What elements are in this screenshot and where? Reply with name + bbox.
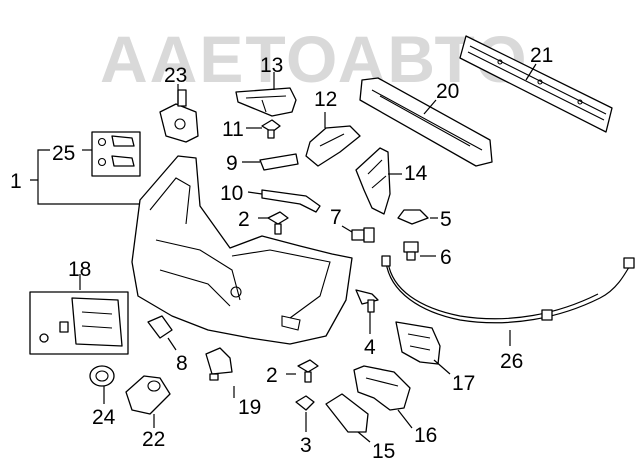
- callout-26: 26: [500, 350, 523, 373]
- part-22-sensor: [125, 375, 171, 415]
- callout-16: 16: [414, 424, 437, 447]
- part-13-bracket: [235, 87, 297, 117]
- part-8-cap: [147, 315, 173, 339]
- part-19-socket: [205, 347, 233, 381]
- callout-12: 12: [314, 88, 337, 111]
- callout-2-upper: 2: [238, 208, 250, 231]
- part-23-bracket: [159, 89, 199, 143]
- part-1-bumper-cover: [131, 155, 353, 345]
- part-21-reinforcement: [459, 35, 613, 133]
- part-7-bolt: [351, 227, 375, 243]
- callout-21: 21: [530, 44, 553, 67]
- callout-24: 24: [92, 406, 116, 429]
- part-5-retainer: [397, 209, 429, 225]
- watermark: ААЕТОАВТО: [100, 22, 529, 96]
- callout-17: 17: [452, 372, 475, 395]
- callout-10: 10: [220, 182, 243, 205]
- part-17-bracket: [395, 321, 441, 365]
- callout-6: 6: [440, 246, 452, 269]
- callout-4: 4: [364, 336, 376, 359]
- callout-7: 7: [330, 206, 342, 229]
- part-9-bracket: [259, 153, 299, 171]
- part-6-nut: [403, 241, 419, 261]
- part-10-bracket: [261, 189, 321, 213]
- leader-lines: [30, 63, 537, 443]
- part-16-bracket: [353, 365, 411, 411]
- callout-5: 5: [440, 208, 452, 231]
- callout-13: 13: [260, 54, 283, 77]
- part-11-clip: [261, 119, 281, 139]
- callout-18: 18: [68, 258, 91, 281]
- callout-23: 23: [164, 64, 187, 87]
- part-18-plate-bracket: [29, 291, 129, 355]
- callout-14: 14: [404, 162, 428, 185]
- part-20-absorber: [359, 77, 493, 167]
- part-25-clips: [91, 131, 141, 177]
- part-12-bracket: [305, 125, 361, 167]
- part-2-clip-lower: [297, 359, 319, 383]
- callout-22: 22: [142, 428, 165, 451]
- callout-11: 11: [222, 118, 244, 141]
- part-2-clip-upper: [267, 211, 289, 235]
- part-4-bolt: [355, 289, 379, 313]
- callout-19: 19: [238, 396, 261, 419]
- part-26-harness: [381, 255, 635, 324]
- part-14-retainer: [355, 147, 391, 215]
- callout-9: 9: [226, 152, 238, 175]
- callout-25: 25: [52, 142, 75, 165]
- part-15-cover: [325, 393, 369, 433]
- callout-8: 8: [176, 352, 188, 375]
- callout-20: 20: [436, 80, 459, 103]
- callout-3: 3: [300, 434, 312, 457]
- callout-15: 15: [372, 440, 395, 463]
- callout-2-lower: 2: [266, 364, 278, 387]
- part-3-clip: [295, 395, 315, 411]
- part-24-ring: [89, 365, 115, 387]
- callout-1: 1: [10, 170, 22, 193]
- callouts: 1 25 23 13 11 12 9 10 2 7 5 6 14 20 21 4…: [10, 44, 553, 463]
